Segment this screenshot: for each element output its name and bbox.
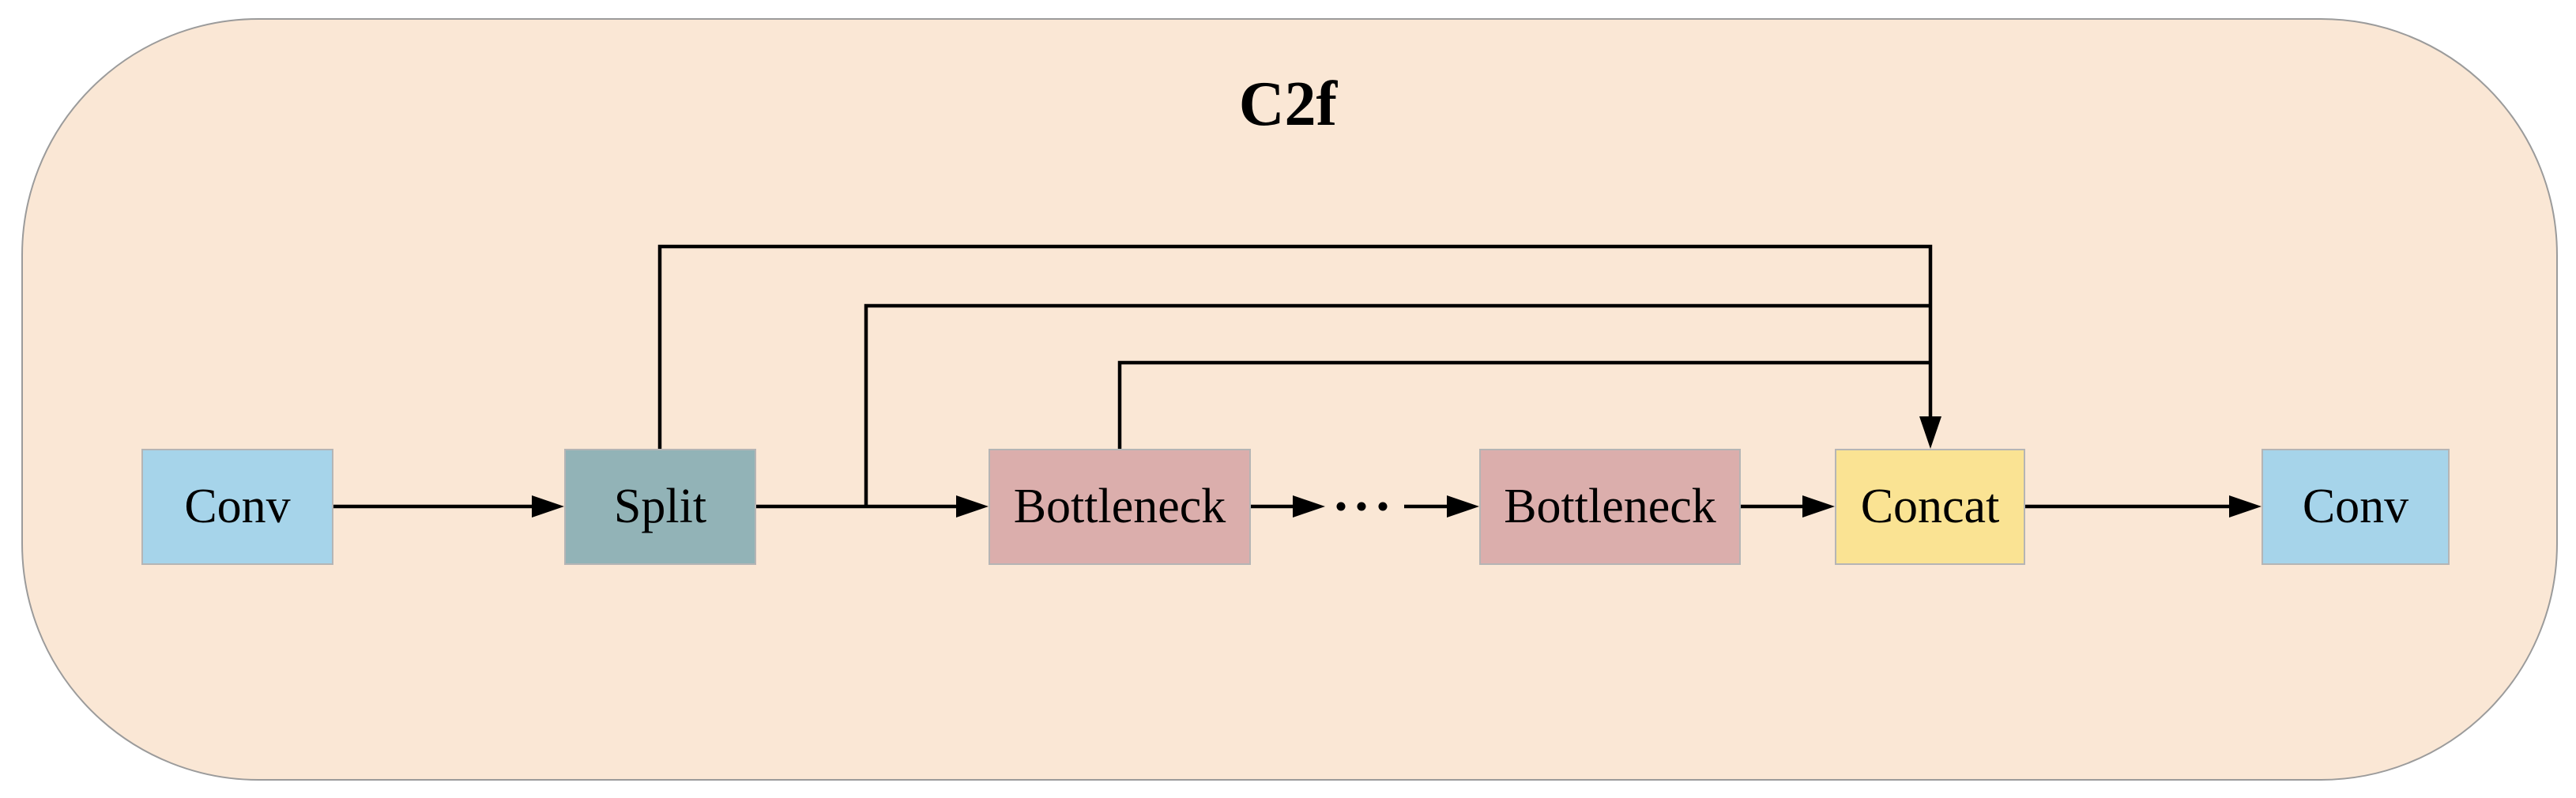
diagram-title: C2f (1238, 70, 1338, 139)
node-bottleneck-2: Bottleneck (1479, 449, 1741, 565)
node-bottleneck-1: Bottleneck (989, 449, 1251, 565)
node-label: Conv (184, 480, 291, 533)
node-label: Split (613, 480, 707, 533)
node-label: Bottleneck (1504, 480, 1716, 533)
node-conv-output: Conv (2262, 449, 2450, 565)
node-split: Split (564, 449, 756, 565)
node-label: Bottleneck (1013, 480, 1226, 533)
node-conv-input: Conv (141, 449, 333, 565)
node-label: Conv (2302, 480, 2409, 533)
node-concat: Concat (1835, 449, 2025, 565)
node-label: Concat (1860, 480, 2000, 533)
